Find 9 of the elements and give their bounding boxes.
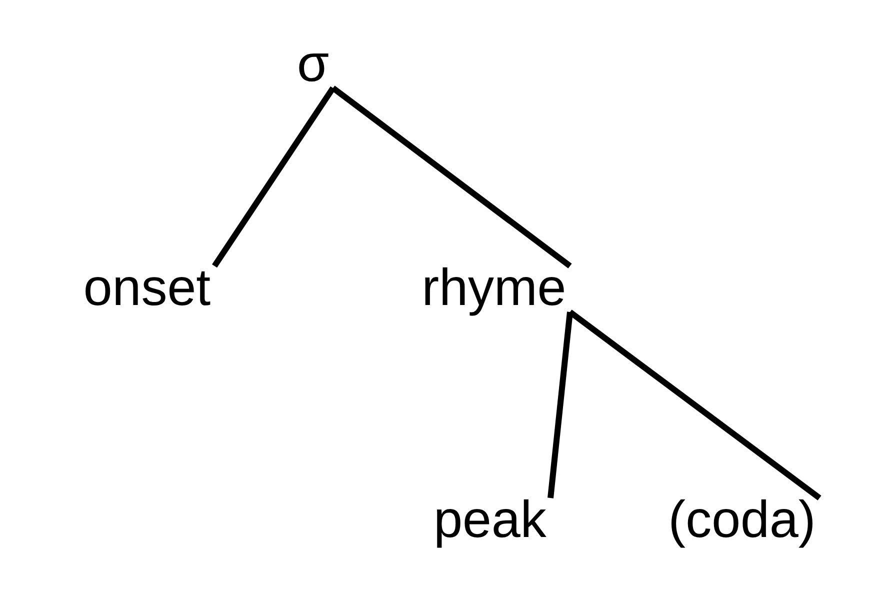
tree-branch-line <box>548 312 573 498</box>
node-label: onset <box>83 259 211 317</box>
tree-branch-line <box>331 86 572 268</box>
node-label: (coda) <box>668 491 816 549</box>
tree-branch-line <box>212 86 336 268</box>
node-label: rhyme <box>422 259 566 317</box>
node-label: peak <box>434 491 546 549</box>
node-label: σ <box>296 35 330 93</box>
tree-branch-line <box>568 310 822 500</box>
